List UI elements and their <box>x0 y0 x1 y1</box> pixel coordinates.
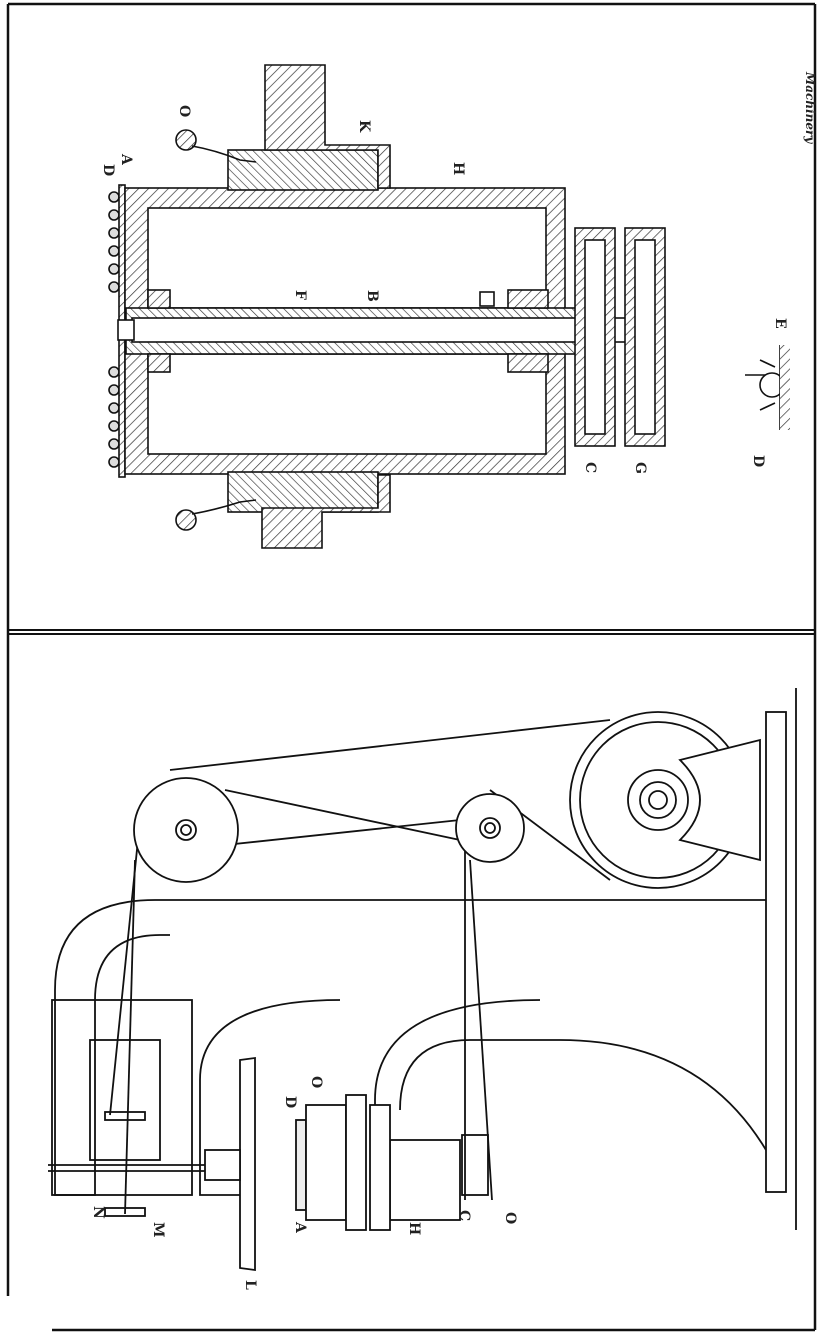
hub-boss-top-right <box>507 289 549 309</box>
page-frame <box>6 2 817 1332</box>
handle-knob-bottom <box>175 509 197 531</box>
belt-upper-2 <box>124 859 136 1215</box>
label-a: A <box>118 153 134 166</box>
belt-cross-1 <box>224 789 461 841</box>
handle-knob-top <box>175 129 197 151</box>
label-d-machine: D <box>282 1096 298 1108</box>
label-k: K <box>356 120 372 133</box>
housing-cavity-bottom <box>147 353 547 455</box>
flywheel-hub-inner <box>639 781 677 819</box>
disc-l <box>239 1056 256 1272</box>
flywheel-hub <box>627 769 689 831</box>
pulley-c-machine <box>461 1134 489 1196</box>
middle-arm <box>199 999 341 1196</box>
base-plate <box>765 711 787 1193</box>
ball-detail-e <box>745 345 790 430</box>
section-view-labels: D A O K H F B C G E D <box>100 105 788 474</box>
bracket-top <box>264 64 391 189</box>
label-h: H <box>450 162 466 175</box>
hub-boss-bottom <box>147 353 171 373</box>
flywheel-stand <box>678 738 761 862</box>
belt-cross-2 <box>224 819 461 846</box>
flywheel-axle <box>648 790 668 810</box>
main-column <box>54 899 766 1196</box>
handle-arm-bottom <box>191 499 257 515</box>
label-o: O <box>176 105 192 117</box>
lower-arm <box>374 999 541 1211</box>
label-d: D <box>100 164 116 176</box>
label-o-machine: O <box>308 1076 324 1088</box>
section-view <box>108 64 790 549</box>
label-e: E <box>772 318 788 329</box>
pulley-n <box>104 1111 146 1121</box>
head-body-h <box>389 1139 461 1221</box>
hub-boss-bottom-right <box>507 353 549 373</box>
pulley-g-hub <box>634 239 656 435</box>
label-l: L <box>242 1280 258 1290</box>
label-d-detail: D <box>750 455 766 467</box>
machine-view <box>48 688 797 1272</box>
lower-idler-axle <box>484 822 496 834</box>
lower-idler <box>455 793 525 863</box>
figure-divider <box>8 629 815 635</box>
upper-idler <box>133 777 239 883</box>
belt-lower-2 <box>469 859 493 1201</box>
pulley-c-hub <box>584 239 606 435</box>
credit-label: Machinery <box>803 71 817 144</box>
disc-hub <box>204 1149 241 1181</box>
label-n: N <box>90 1206 106 1219</box>
upper-idler-axle <box>180 824 192 836</box>
label-f: F <box>292 290 308 300</box>
lower-arm-inner <box>399 1039 767 1151</box>
threaded-collar-top <box>227 149 379 191</box>
set-screw <box>479 291 495 307</box>
threaded-collar-bottom <box>227 471 379 513</box>
ball-plate-a <box>295 1119 307 1211</box>
machine-view-labels: N M L A D O H C O <box>90 1076 518 1290</box>
bracket-bottom <box>261 474 391 549</box>
label-o2-machine: O <box>502 1212 518 1224</box>
spindle-cap <box>117 319 135 341</box>
upper-idler-hub <box>175 819 197 841</box>
upper-bracket-inner <box>89 1039 161 1161</box>
hub-boss-top <box>147 289 171 309</box>
lower-idler-hub <box>479 817 501 839</box>
head-ring <box>345 1094 367 1231</box>
label-c-machine: C <box>456 1210 472 1221</box>
head-collar <box>305 1104 347 1221</box>
label-g: G <box>632 462 648 474</box>
label-c: C <box>582 462 598 473</box>
head-flange <box>369 1104 391 1231</box>
handle-arm-top <box>191 145 257 163</box>
label-m: M <box>150 1222 166 1238</box>
belt-main-1 <box>169 719 611 771</box>
label-a-machine: A <box>292 1221 308 1234</box>
label-h-machine: H <box>406 1222 422 1235</box>
label-b: B <box>364 290 380 302</box>
